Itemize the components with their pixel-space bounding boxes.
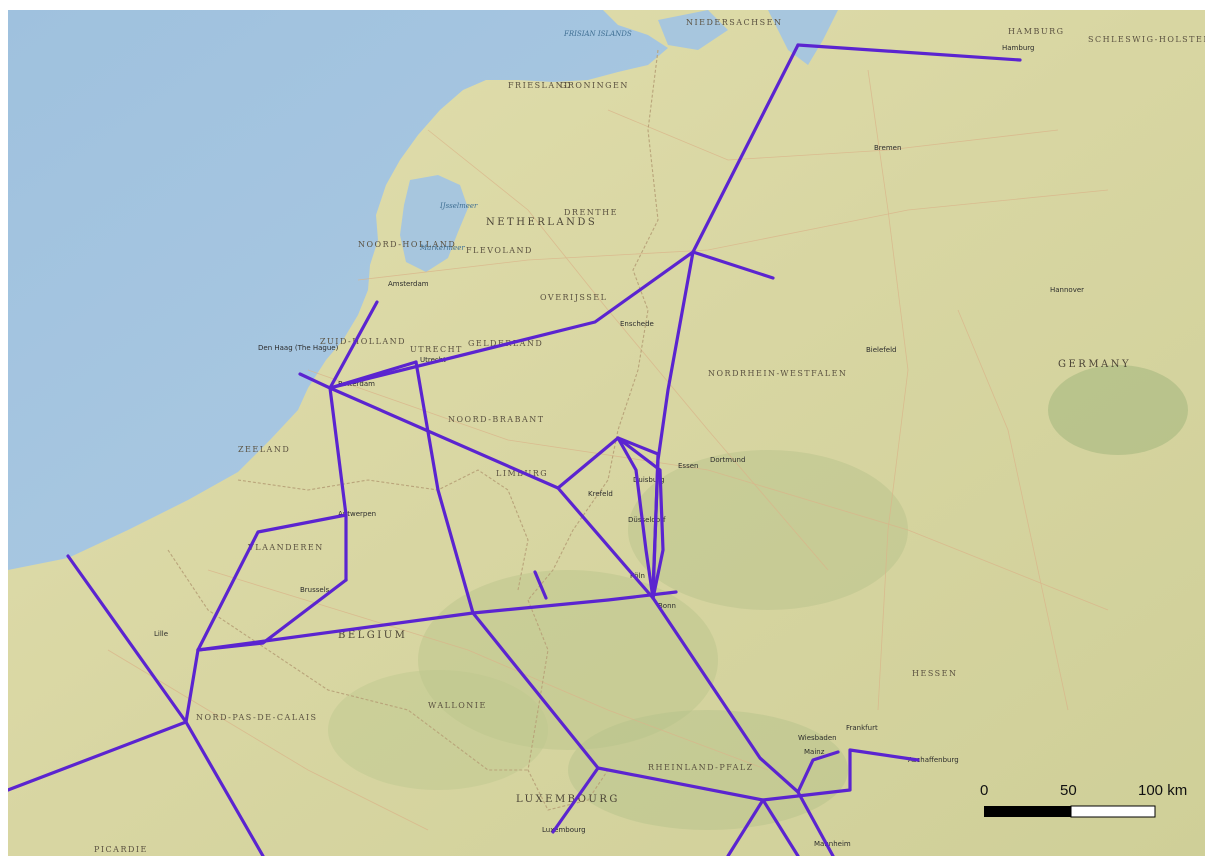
route-segment[interactable] (651, 596, 800, 794)
eifel-relief (418, 570, 718, 750)
scale-label-50: 50 (1060, 782, 1077, 799)
sauerland-relief (628, 450, 908, 610)
region-label: NORD-PAS-DE-CALAIS (196, 713, 317, 722)
route-segment[interactable] (796, 790, 835, 856)
city-label: Enschede (620, 320, 654, 328)
scale-label-100km: 100 km (1138, 782, 1187, 799)
weser-estuary (658, 10, 728, 50)
route-segment[interactable] (616, 436, 665, 600)
road-network (107, 69, 1109, 831)
elbe-estuary (768, 10, 838, 65)
region-label: DRENTHE (564, 208, 618, 217)
frisian-islands-label: FRISIAN ISLANDS (563, 30, 632, 38)
scale-bar-white-segment (1070, 805, 1156, 818)
city-label: Luxembourg (542, 826, 586, 834)
city-label: Aschaffenburg (908, 756, 959, 764)
city-label: Krefeld (588, 490, 613, 498)
city-label: Duisburg (633, 476, 665, 484)
city-label: Frankfurt (846, 724, 878, 732)
city-label: Bielefeld (866, 346, 896, 354)
route-segment[interactable] (691, 250, 775, 280)
route-segment[interactable] (533, 570, 548, 600)
city-labels: Hamburg Bremen Amsterdam Den Haag (The H… (154, 44, 1084, 848)
city-label: Den Haag (The Hague) (258, 344, 339, 352)
route-segment[interactable] (328, 300, 379, 390)
country-label-belgium: BELGIUM (338, 630, 407, 641)
region-label: NIEDERSACHSEN (686, 18, 782, 27)
route-segment[interactable] (616, 436, 655, 600)
region-label: HAMBURG (1008, 27, 1064, 36)
city-label: Brussels (300, 586, 330, 594)
city-label: Köln (630, 572, 645, 580)
country-label-germany: GERMANY (1058, 359, 1131, 370)
city-label: Dortmund (710, 456, 745, 464)
map-view[interactable]: IJsselmeer Markermeer FRISIAN ISLANDS NE… (8, 10, 1205, 856)
harz-relief (1048, 365, 1188, 455)
ijsselmeer-label: IJsselmeer (439, 202, 478, 210)
route-segment[interactable] (328, 250, 695, 390)
city-label: Wiesbaden (798, 734, 837, 742)
city-label: Antwerpen (338, 510, 376, 518)
city-label: Bonn (658, 602, 676, 610)
route-segment[interactable] (726, 798, 765, 856)
city-label: Hamburg (1002, 44, 1034, 52)
map-canvas[interactable]: IJsselmeer Markermeer FRISIAN ISLANDS NE… (8, 10, 1205, 856)
route-segment[interactable] (796, 43, 1022, 62)
scale-bar: 0 50 100 km (980, 782, 1187, 818)
city-label: Amsterdam (388, 280, 429, 288)
route-segment[interactable] (328, 386, 560, 490)
route-network[interactable] (8, 43, 1022, 856)
route-segment[interactable] (796, 750, 840, 794)
country-borders (167, 49, 659, 811)
hunsrueck-relief (568, 710, 848, 830)
route-segment[interactable] (691, 43, 800, 254)
ijsselmeer-water (400, 175, 468, 272)
route-segment[interactable] (196, 590, 678, 652)
route-segment[interactable] (328, 360, 418, 390)
region-label: RHEINLAND-PFALZ (648, 763, 754, 772)
city-label: Lille (154, 630, 168, 638)
region-label: NOORD-HOLLAND (358, 240, 456, 249)
route-segment[interactable] (66, 554, 188, 724)
city-label: Mannheim (814, 840, 851, 848)
route-segment[interactable] (184, 648, 200, 724)
country-label-netherlands: NETHERLANDS (486, 217, 597, 228)
route-segment[interactable] (556, 486, 655, 600)
city-label: Utrecht (420, 356, 446, 364)
region-label: PICARDIE (94, 845, 148, 854)
scale-bar-black-segment (984, 806, 1071, 817)
city-label: Düsseldorf (628, 516, 666, 524)
ardennes-relief (328, 670, 548, 790)
region-label: SCHLESWIG-HOLSTEIN (1088, 35, 1205, 44)
region-label: VLAANDEREN (247, 543, 324, 552)
region-label: ZUID-HOLLAND (320, 337, 406, 346)
route-segment[interactable] (761, 798, 800, 856)
region-label: FLEVOLAND (466, 246, 533, 255)
route-segment[interactable] (8, 720, 188, 792)
country-label-luxembourg: LUXEMBOURG (516, 794, 620, 805)
region-label: FRIESLAND (508, 81, 572, 90)
region-label: UTRECHT (410, 345, 463, 354)
route-segment[interactable] (184, 720, 265, 856)
region-label: ZEELAND (238, 445, 290, 454)
scale-label-0: 0 (980, 782, 988, 799)
city-label: Essen (678, 462, 698, 470)
route-segment[interactable] (556, 436, 660, 600)
region-label: NORDRHEIN-WESTFALEN (708, 369, 847, 378)
region-label: GRONINGEN (560, 81, 629, 90)
route-segment[interactable] (298, 372, 332, 390)
city-label: Hannover (1050, 286, 1084, 294)
route-segment[interactable] (196, 513, 348, 652)
markermeer-label: Markermeer (419, 244, 465, 252)
route-segment[interactable] (596, 748, 920, 802)
region-label: WALLONIE (428, 701, 487, 710)
route-segment[interactable] (414, 360, 475, 615)
region-label: OVERIJSSEL (540, 293, 607, 302)
region-label: NOORD-BRABANT (448, 415, 545, 424)
city-label: Bremen (874, 144, 901, 152)
region-label: HESSEN (912, 669, 957, 678)
city-label: Mainz (804, 748, 825, 756)
land-mass (8, 10, 1205, 856)
city-label: Rotterdam (338, 380, 375, 388)
